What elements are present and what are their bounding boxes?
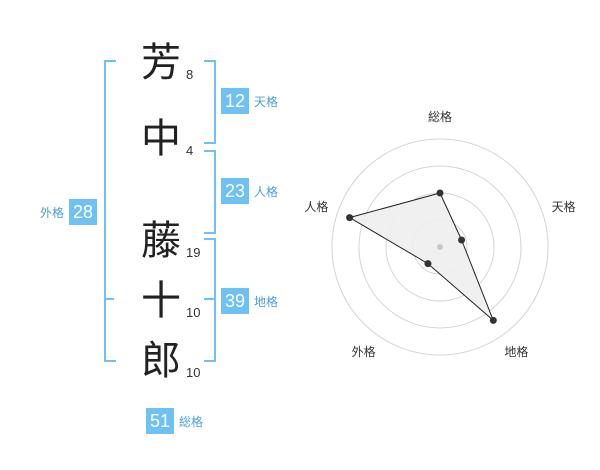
radar-area xyxy=(348,192,494,321)
radar-point-1 xyxy=(436,189,444,197)
stroke-count-1: 8 xyxy=(186,67,194,82)
chikaku-label: 地格 xyxy=(254,294,279,309)
jinkaku-value: 23 xyxy=(221,178,249,204)
name-char-5: 郎 xyxy=(141,338,181,384)
name-char-1: 芳 xyxy=(141,40,181,86)
jinkaku-label: 人格 xyxy=(254,184,279,199)
tenkaku-bracket xyxy=(204,60,216,144)
stroke-count-4: 10 xyxy=(186,305,201,320)
name-char-4: 十 xyxy=(141,278,181,324)
radar-point-5 xyxy=(346,214,354,222)
radar-axis-label: 地格 xyxy=(504,344,528,359)
name-char-3: 藤 xyxy=(141,218,181,264)
radar-point-2 xyxy=(458,236,466,244)
tenkaku-label: 天格 xyxy=(254,94,279,109)
soukaku-value: 51 xyxy=(146,408,174,434)
radar-axis-label: 総格 xyxy=(428,110,452,124)
jinkaku-badge: 23 人格 xyxy=(221,178,278,204)
jinkaku-bracket xyxy=(204,150,216,234)
stroke-count-5: 10 xyxy=(186,365,201,380)
name-char-2: 中 xyxy=(141,116,181,162)
chikaku-bracket xyxy=(204,238,216,362)
gaikaku-bracket xyxy=(104,60,116,362)
radar-point-4 xyxy=(424,260,432,268)
tenkaku-value: 12 xyxy=(221,88,249,114)
gaikaku-value: 28 xyxy=(69,199,98,225)
gaikaku-badge: 外格 28 xyxy=(40,199,98,225)
tenkaku-badge: 12 天格 xyxy=(221,88,278,114)
radar-axis-label: 外格 xyxy=(352,344,376,359)
radar-ring xyxy=(358,165,522,329)
radar-ring xyxy=(331,138,549,356)
radar-point-3 xyxy=(489,316,497,324)
radar-axis-label: 天格 xyxy=(552,199,576,214)
gaikaku-bracket-tick xyxy=(104,298,114,300)
radar-axis-label: 人格 xyxy=(304,199,328,214)
soukaku-label: 総格 xyxy=(179,414,204,429)
gaikaku-label: 外格 xyxy=(40,205,65,220)
radar-points xyxy=(346,189,497,324)
stroke-count-3: 19 xyxy=(186,245,201,260)
soukaku-badge: 51 総格 xyxy=(146,408,203,434)
stroke-count-2: 4 xyxy=(186,143,194,158)
chikaku-value: 39 xyxy=(221,288,249,314)
radar-center-dot xyxy=(437,244,443,250)
chikaku-bracket-tick xyxy=(204,298,214,300)
chikaku-badge: 39 地格 xyxy=(221,288,278,314)
